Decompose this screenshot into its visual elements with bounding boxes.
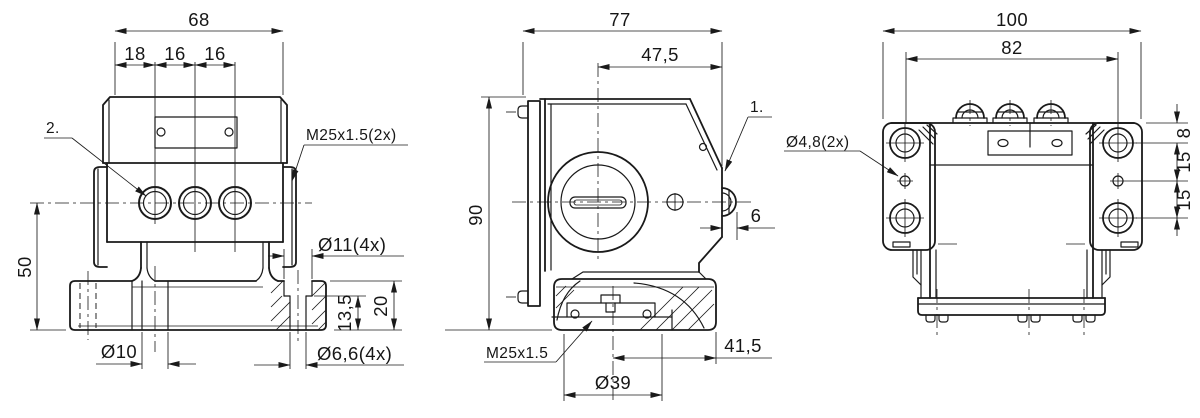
dim-front-base-hole: Ø10 — [101, 341, 137, 362]
plungers — [952, 100, 1069, 126]
front-view-outline — [69, 96, 327, 345]
front-view-hatching — [270, 280, 327, 331]
dim-front-pitch-left: 18 — [124, 43, 145, 64]
callout-item-1: 1. — [750, 99, 764, 116]
callout-front-gland: M25x1.5(2x) — [306, 127, 397, 144]
rear-view-callouts: Ø4,8(2x) — [784, 134, 899, 177]
dim-side-base-offset: 41,5 — [724, 335, 762, 356]
callout-item-2: 2. — [46, 120, 60, 137]
dim-front-pitch-right: 16 — [204, 43, 225, 64]
dim-front-counterbore-depth: 13,5 — [334, 294, 355, 332]
dim-front-counterbore: Ø11(4x) — [318, 234, 386, 255]
side-view-dimensions: 77 47,5 90 6 41,5 Ø39 — [445, 9, 775, 401]
side-view: 77 47,5 90 6 41,5 Ø39 M25x1. — [445, 9, 775, 401]
dim-side-boss-diameter: Ø39 — [595, 372, 631, 393]
rear-view-outline — [882, 100, 1143, 338]
dim-front-axis-height: 50 — [14, 256, 35, 277]
rear-view: 100 82 8 15 15 Ø4,8(2x) — [784, 9, 1194, 338]
side-view-outline — [506, 98, 737, 331]
dim-side-total-height: 90 — [465, 204, 486, 225]
feet — [925, 314, 1096, 323]
dim-rear-pitch-lower: 15 — [1173, 189, 1194, 210]
dim-side-plunger-protrusion: 6 — [751, 205, 762, 226]
dim-rear-hole-pitch: 82 — [1001, 37, 1022, 58]
dim-front-pitch-mid: 16 — [164, 43, 185, 64]
front-view-centerlines — [30, 62, 312, 352]
side-view-hatching — [555, 285, 715, 331]
side-view-callouts: M25x1.5 1. — [484, 99, 772, 363]
dim-front-through-hole: Ø6,6(4x) — [317, 343, 392, 364]
dim-rear-edge-to-hole: 8 — [1173, 128, 1194, 139]
front-view-dimensions: 68 18 16 16 50 Ø10 Ø11(4x) — [14, 9, 404, 369]
callout-side-gland: M25x1.5 — [486, 345, 548, 362]
dim-side-axis-to-front: 47,5 — [641, 44, 679, 65]
front-view: 68 18 16 16 50 Ø10 Ø11(4x) — [14, 9, 408, 369]
dim-rear-total-width: 100 — [996, 9, 1028, 30]
dim-front-total-width: 68 — [188, 9, 209, 30]
rear-view-dimensions: 100 82 8 15 15 — [882, 9, 1194, 236]
mounting-holes — [886, 124, 1137, 237]
front-view-callouts: 2. M25x1.5(2x) — [44, 120, 408, 197]
dim-side-total-depth: 77 — [609, 9, 630, 30]
side-view-centerlines — [512, 63, 752, 400]
dim-rear-pitch-upper: 15 — [1173, 151, 1194, 172]
callout-rear-holes: Ø4,8(2x) — [786, 134, 850, 151]
dim-front-base-height: 20 — [370, 295, 391, 316]
